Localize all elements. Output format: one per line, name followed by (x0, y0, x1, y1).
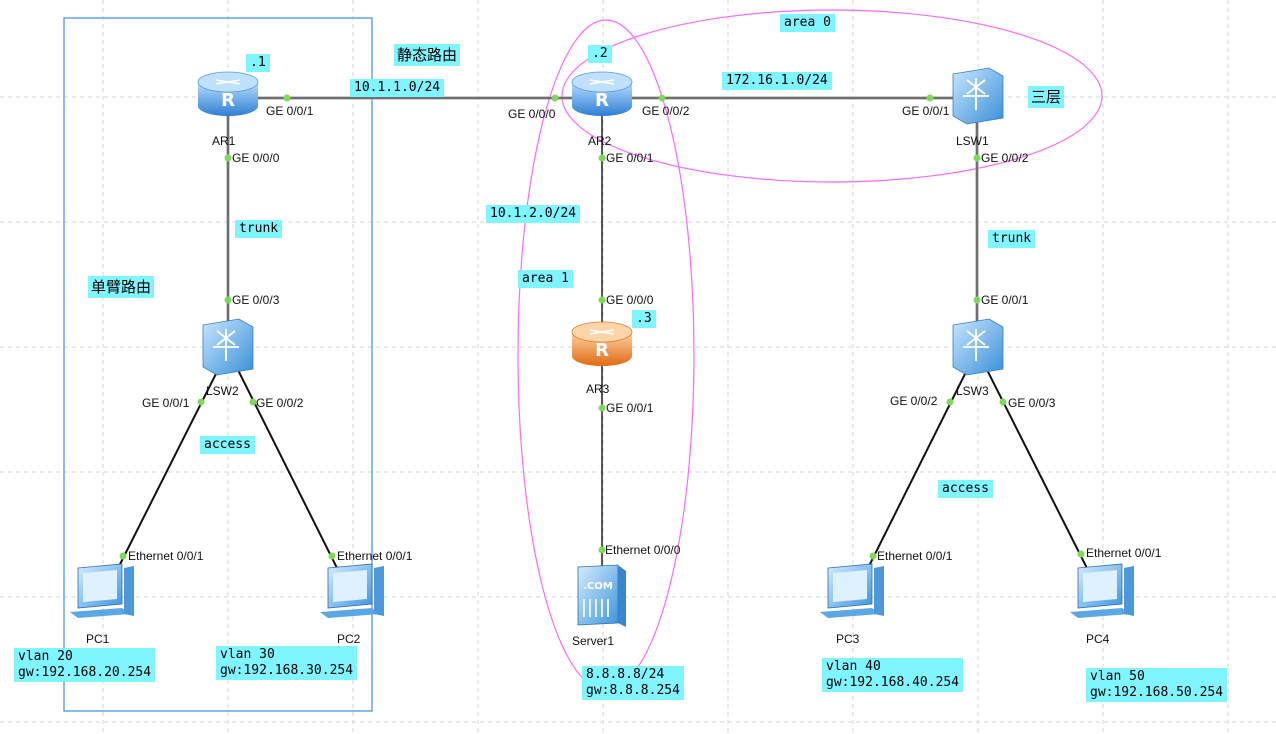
pc2-gateway: gw:192.168.30.254 (220, 663, 354, 678)
port-label-lsw1-ge002: GE 0/0/2 (981, 151, 1029, 165)
note-net-ar1-ar2: 10.1.1.0/24 (350, 79, 445, 97)
port-label-pc4-eth: Ethernet 0/0/1 (1086, 546, 1162, 560)
device-label-pc1: PC1 (86, 632, 110, 646)
switch-lsw1-icon[interactable] (952, 67, 1004, 125)
note-layer3: 三层 (1028, 86, 1065, 108)
port-label-pc1-eth: Ethernet 0/0/1 (128, 549, 204, 563)
port-label-lsw2-ge001: GE 0/0/1 (142, 396, 190, 410)
device-label-lsw3: LSW3 (956, 384, 989, 398)
device-label-pc2: PC2 (337, 632, 361, 646)
server1-badge: .COM (583, 581, 613, 592)
server-gateway: gw:8.8.8.254 (586, 683, 680, 698)
note-pc1-config: vlan 20 gw:192.168.20.254 (14, 648, 156, 682)
router-ar1-icon[interactable]: R (197, 71, 259, 116)
link-lsw2-pc1 (105, 349, 229, 593)
pc3-gateway: gw:192.168.40.254 (826, 675, 960, 690)
port-label-lsw3-ge001: GE 0/0/1 (981, 293, 1029, 307)
note-ar3-suffix: .3 (632, 310, 656, 328)
note-net-ar2-ar3: 10.1.2.0/24 (486, 205, 581, 223)
device-label-lsw1: LSW1 (956, 134, 989, 148)
pc1-gateway: gw:192.168.20.254 (18, 665, 152, 680)
area-0-ellipse (561, 9, 1103, 183)
port-label-ar3-ge001: GE 0/0/1 (606, 401, 654, 415)
device-label-server1: Server1 (572, 634, 615, 648)
port-label-lsw2-ge003: GE 0/0/3 (232, 293, 280, 307)
note-access-right: access (938, 480, 993, 498)
note-area-0: area 0 (780, 14, 835, 32)
device-label-lsw2: LSW2 (206, 384, 239, 398)
note-trunk-left: trunk (235, 220, 283, 238)
port-label-lsw3-ge003: GE 0/0/3 (1008, 396, 1056, 410)
switch-lsw3-icon[interactable] (952, 318, 1004, 376)
note-static-route: 静态路由 (394, 44, 461, 66)
note-pc4-config: vlan 50 gw:192.168.50.254 (1086, 668, 1228, 702)
pc4-vlan: vlan 50 (1090, 669, 1145, 684)
link-lsw2-pc2 (227, 349, 349, 591)
pc2-vlan: vlan 30 (220, 647, 275, 662)
device-label-ar1: AR1 (212, 134, 236, 148)
server1-icon[interactable]: .COM (577, 564, 626, 627)
note-area-1: area 1 (518, 270, 573, 288)
link-lsw3-pc4 (976, 349, 1099, 591)
svg-text:R: R (221, 90, 235, 111)
port-label-lsw2-ge002: GE 0/0/2 (256, 396, 304, 410)
note-trunk-right: trunk (988, 230, 1036, 248)
port-label-lsw3-ge002: GE 0/0/2 (890, 394, 938, 408)
port-label-lsw1-ge001: GE 0/0/1 (902, 104, 950, 118)
device-label-ar3: AR3 (586, 382, 610, 396)
switch-lsw2-icon[interactable] (202, 318, 254, 376)
port-label-ar1-ge000: GE 0/0/0 (232, 151, 280, 165)
port-label-ar2-ge001: GE 0/0/1 (606, 151, 654, 165)
router-ar3-icon[interactable]: R (571, 321, 633, 366)
note-ar1-suffix: .1 (246, 54, 270, 72)
svg-text:R: R (595, 90, 609, 111)
pc4-icon[interactable] (1070, 563, 1134, 618)
port-label-ar1-ge001: GE 0/0/1 (266, 104, 314, 118)
device-label-pc3: PC3 (836, 632, 860, 646)
note-net-ar2-lsw1: 172.16.1.0/24 (722, 72, 832, 90)
pc2-icon[interactable] (320, 563, 384, 618)
port-label-pc3-eth: Ethernet 0/0/1 (877, 549, 953, 563)
pc3-icon[interactable] (820, 563, 884, 618)
note-pc2-config: vlan 30 gw:192.168.30.254 (216, 646, 358, 680)
pc1-vlan: vlan 20 (18, 649, 73, 664)
note-pc3-config: vlan 40 gw:192.168.40.254 (822, 658, 964, 692)
note-single-arm-routing: 单臂路由 (88, 276, 155, 298)
pc1-icon[interactable] (70, 563, 134, 618)
device-label-pc4: PC4 (1086, 632, 1110, 646)
device-label-ar2: AR2 (588, 134, 612, 148)
note-ar2-suffix: .2 (588, 45, 612, 63)
note-access-left: access (200, 436, 255, 454)
note-server-config: 8.8.8.8/24 gw:8.8.8.254 (582, 666, 684, 700)
port-label-ar2-ge002: GE 0/0/2 (642, 104, 690, 118)
single-arm-group-box (63, 17, 373, 712)
port-label-server-eth: Ethernet 0/0/0 (605, 543, 681, 557)
link-lsw3-pc3 (855, 349, 978, 593)
pc3-vlan: vlan 40 (826, 659, 881, 674)
pc4-gateway: gw:192.168.50.254 (1090, 685, 1224, 700)
svg-text:R: R (595, 340, 609, 361)
port-label-pc2-eth: Ethernet 0/0/1 (337, 549, 413, 563)
port-label-ar3-ge000: GE 0/0/0 (606, 293, 654, 307)
server-ip: 8.8.8.8/24 (586, 667, 665, 682)
router-ar2-icon[interactable]: R (571, 71, 633, 116)
port-dots (119, 94, 1085, 560)
port-label-ar2-ge000: GE 0/0/0 (508, 107, 556, 121)
